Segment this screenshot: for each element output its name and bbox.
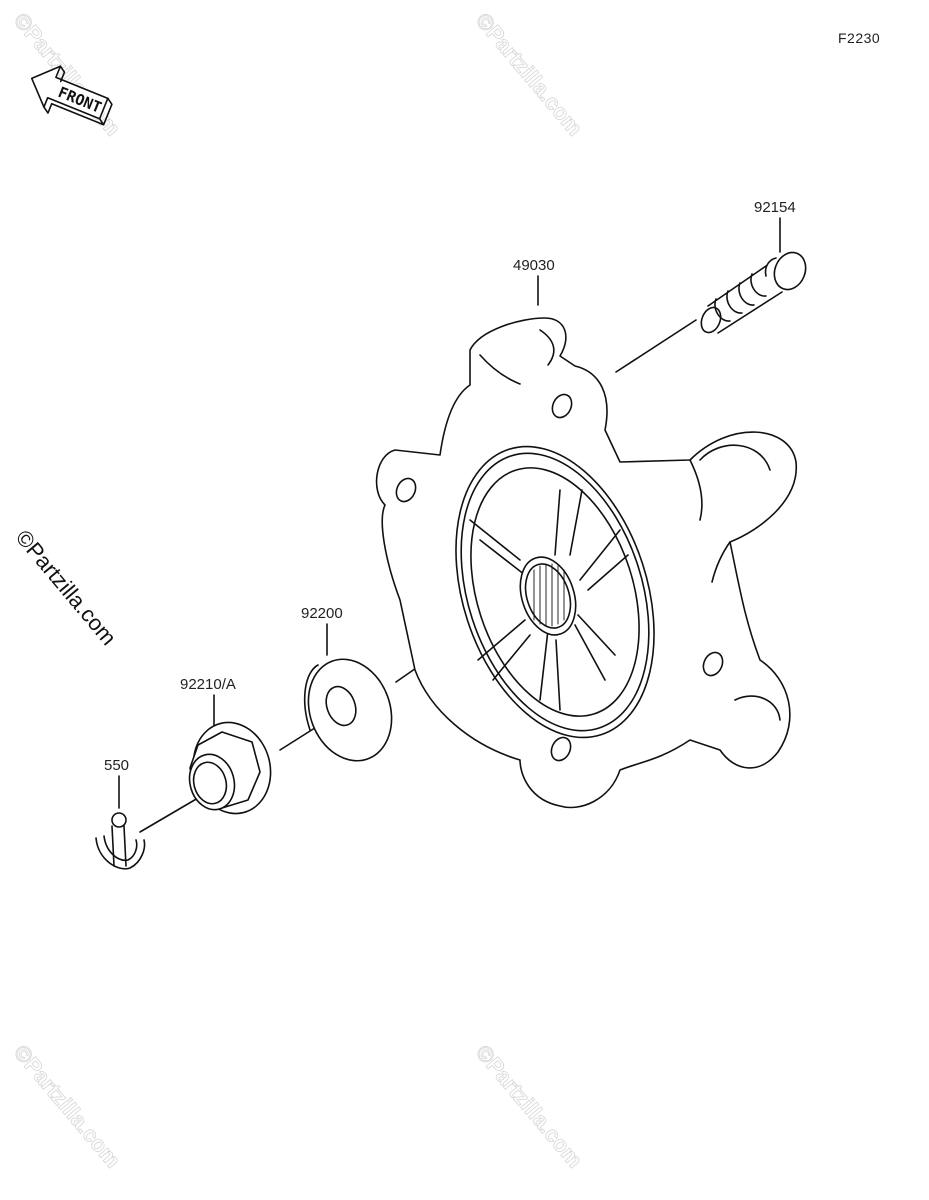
part-label-92200: 92200	[301, 605, 343, 622]
part-label-92154: 92154	[754, 199, 796, 216]
wheel-hub-icon	[375, 317, 797, 809]
washer-icon	[303, 658, 393, 762]
figure-code: F2230	[838, 30, 881, 46]
flange-nut-icon	[188, 721, 272, 815]
part-label-550: 550	[104, 757, 130, 774]
part-label-92210a: 92210/A	[180, 676, 236, 693]
leader-nut-to-washer	[279, 725, 319, 751]
leader-stud-to-hub	[615, 319, 697, 373]
leader-pin-to-nut	[139, 797, 199, 833]
stud-bolt-icon	[700, 251, 807, 334]
front-direction-arrow-icon: FRONT	[30, 65, 113, 126]
cotter-pin-icon	[95, 812, 146, 870]
part-label-49030: 49030	[513, 257, 555, 274]
